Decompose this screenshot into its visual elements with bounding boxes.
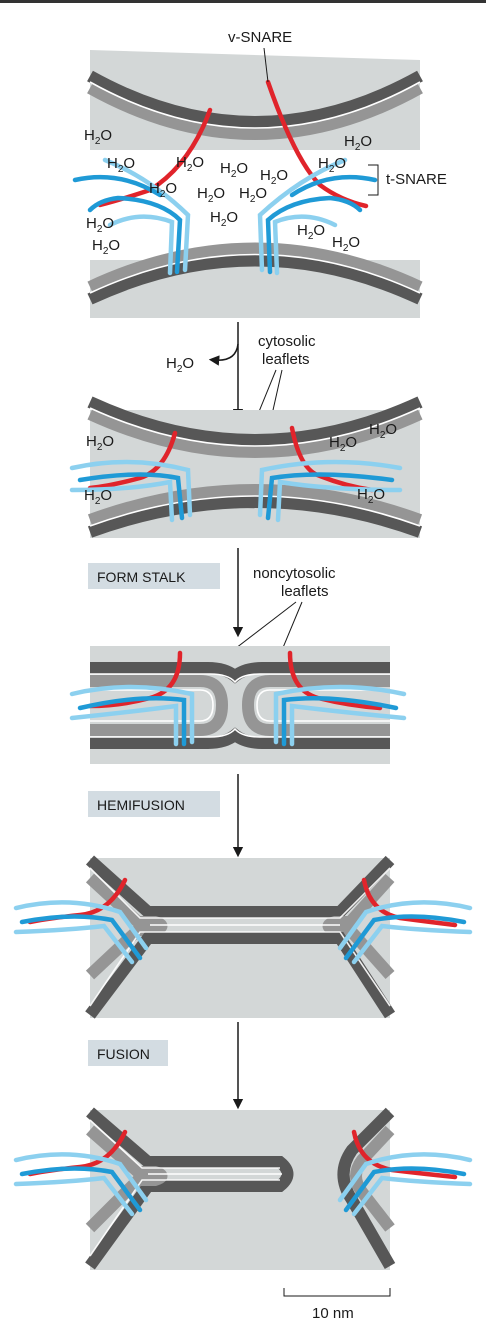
t-snare-right-2 (257, 459, 403, 523)
t-snare-label: t-SNARE (386, 171, 447, 188)
svg-text:H2O: H2O (86, 215, 114, 235)
scale-bar (283, 1288, 391, 1297)
stage-label-fusion: FUSION (97, 1046, 150, 1062)
svg-text:H2O: H2O (239, 185, 267, 205)
t-snare-right-5 (337, 1152, 473, 1217)
panel-4-hemifusion (13, 855, 473, 1019)
v-snare-label: v-SNARE (228, 29, 292, 46)
noncytosolic-label-line-2: leaflets (281, 583, 329, 600)
svg-text:H2O: H2O (369, 421, 397, 441)
svg-text:H2O: H2O (92, 237, 120, 257)
svg-text:H2O: H2O (197, 185, 225, 205)
water-leaving-label: H2O (166, 355, 194, 375)
svg-text:H2O: H2O (344, 133, 372, 153)
t-snare-bracket (368, 164, 379, 196)
water-exit-arrow (208, 343, 239, 366)
svg-text:H2O: H2O (260, 167, 288, 187)
svg-text:H2O: H2O (297, 222, 325, 242)
svg-text:H2O: H2O (329, 434, 357, 454)
t-snare-right (257, 157, 378, 276)
stage-label-hemifusion: HEMIFUSION (97, 797, 185, 813)
t-snare-left-3 (69, 684, 195, 747)
stage-box-form-stalk (88, 563, 220, 589)
water-molecules-panel-1: H2O H2O H2O H2O H2O H2O H2O H2O H2O H2O … (84, 127, 372, 257)
svg-text:H2O: H2O (149, 180, 177, 200)
svg-text:H2O: H2O (318, 155, 346, 175)
t-snare-left (72, 157, 191, 276)
svg-text:H2O: H2O (84, 487, 112, 507)
svg-text:H2O: H2O (176, 154, 204, 174)
scale-bar-label: 10 nm (312, 1305, 354, 1322)
panel-3-stalk (69, 646, 407, 764)
svg-text:H2O: H2O (357, 486, 385, 506)
t-snare-right-3 (273, 684, 407, 747)
t-snare-left-4 (13, 900, 149, 965)
cytosolic-label-line-2: leaflets (262, 351, 310, 368)
v-snare-left-2 (87, 430, 178, 491)
t-snare-right-4 (337, 900, 473, 965)
stage-box-hemifusion (88, 791, 220, 817)
water-molecules-panel-2: H2O H2O H2O H2O H2O (84, 421, 397, 507)
panel-1-docking: v-SNARE t-SNARE H2O H2O H2O H2O H2O H2O … (72, 29, 447, 318)
svg-text:H2O: H2O (332, 234, 360, 254)
v-snare-leader (263, 47, 269, 83)
cytosolic-label-line-1: cytosolic (258, 333, 316, 350)
noncytosolic-label-line-1: noncytosolic (253, 565, 336, 582)
svg-text:H2O: H2O (84, 127, 112, 147)
svg-text:H2O: H2O (210, 209, 238, 229)
panel-2-close-apposition: H2O H2O H2O H2O H2O (69, 396, 423, 538)
svg-text:H2O: H2O (86, 433, 114, 453)
svg-text:H2O: H2O (107, 155, 135, 175)
t-snare-left-2 (69, 459, 193, 523)
stage-box-fusion (88, 1040, 168, 1066)
svg-text:H2O: H2O (220, 160, 248, 180)
t-snare-left-5 (13, 1152, 149, 1217)
stage-label-form-stalk: FORM STALK (97, 569, 186, 585)
panel-5-fusion (13, 1107, 473, 1270)
